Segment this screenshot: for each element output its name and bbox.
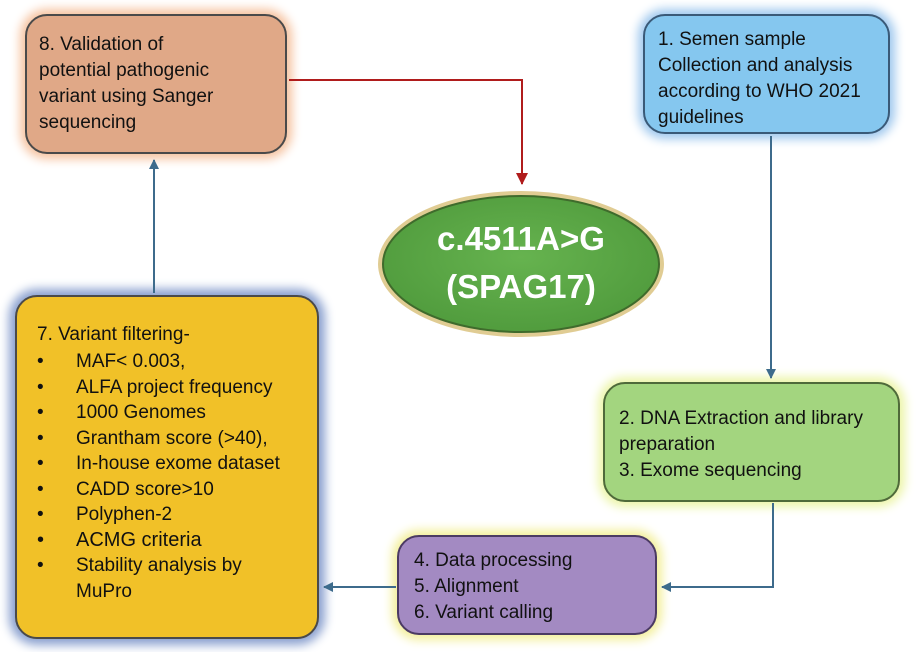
step5-line: 5. Alignment xyxy=(414,576,519,597)
criterion-item: In-house exome dataset xyxy=(37,451,280,477)
result-variant: c.4511A>G xyxy=(437,220,605,257)
step3-line: 3. Exome sequencing xyxy=(619,460,802,481)
step1-line-2: Collection and analysis xyxy=(658,55,853,76)
step8-label: 8. Validation of potential pathogenic va… xyxy=(39,32,213,136)
step8-line-1: 8. Validation of xyxy=(39,34,164,55)
step2-line-2: preparation xyxy=(619,434,716,455)
step1-box: 1. Semen sample Collection and analysis … xyxy=(643,14,890,134)
step2-3-label: 2. DNA Extraction and library preparatio… xyxy=(619,406,863,484)
step1-label: 1. Semen sample Collection and analysis … xyxy=(658,27,861,131)
criterion-item: MAF< 0.003, xyxy=(37,349,280,375)
step4-line: 4. Data processing xyxy=(414,550,573,571)
step8-line-2: potential pathogenic xyxy=(39,60,210,81)
criterion-item: ACMG criteria xyxy=(37,528,280,554)
step1-line-3: according to WHO 2021 xyxy=(658,81,861,102)
step7-title: 7. Variant filtering- xyxy=(37,324,190,345)
step1-line-4: guidelines xyxy=(658,107,744,128)
step4-6-box: 4. Data processing 5. Alignment 6. Varia… xyxy=(397,535,657,635)
arrow-step8-to-result xyxy=(289,79,528,185)
step8-box: 8. Validation of potential pathogenic va… xyxy=(25,14,287,154)
result-ellipse: c.4511A>G (SPAG17) xyxy=(375,188,667,340)
criterion-item: Grantham score (>40), xyxy=(37,426,280,452)
criterion-item: ALFA project frequency xyxy=(37,375,280,401)
criterion-item: 1000 Genomes xyxy=(37,400,280,426)
result-ellipse-shape xyxy=(378,191,664,337)
step2-3-box: 2. DNA Extraction and library preparatio… xyxy=(603,382,900,502)
step2-line-1: 2. DNA Extraction and library xyxy=(619,408,863,429)
step7-box: 7. Variant filtering- MAF< 0.003, ALFA p… xyxy=(15,295,319,639)
criterion-item: CADD score>10 xyxy=(37,477,280,503)
arrow-step3-to-step4 xyxy=(661,503,774,592)
step8-line-4: sequencing xyxy=(39,112,137,133)
step7-criteria-list: MAF< 0.003, ALFA project frequency 1000 … xyxy=(37,349,280,604)
step4-6-label: 4. Data processing 5. Alignment 6. Varia… xyxy=(414,548,572,626)
step1-line-1: 1. Semen sample xyxy=(658,29,806,50)
criterion-item: Polyphen-2 xyxy=(37,502,280,528)
result-gene: (SPAG17) xyxy=(446,268,596,305)
step8-line-3: variant using Sanger xyxy=(39,86,214,107)
criterion-item: Stability analysis by MuPro xyxy=(37,553,266,604)
step6-line: 6. Variant calling xyxy=(414,602,554,623)
